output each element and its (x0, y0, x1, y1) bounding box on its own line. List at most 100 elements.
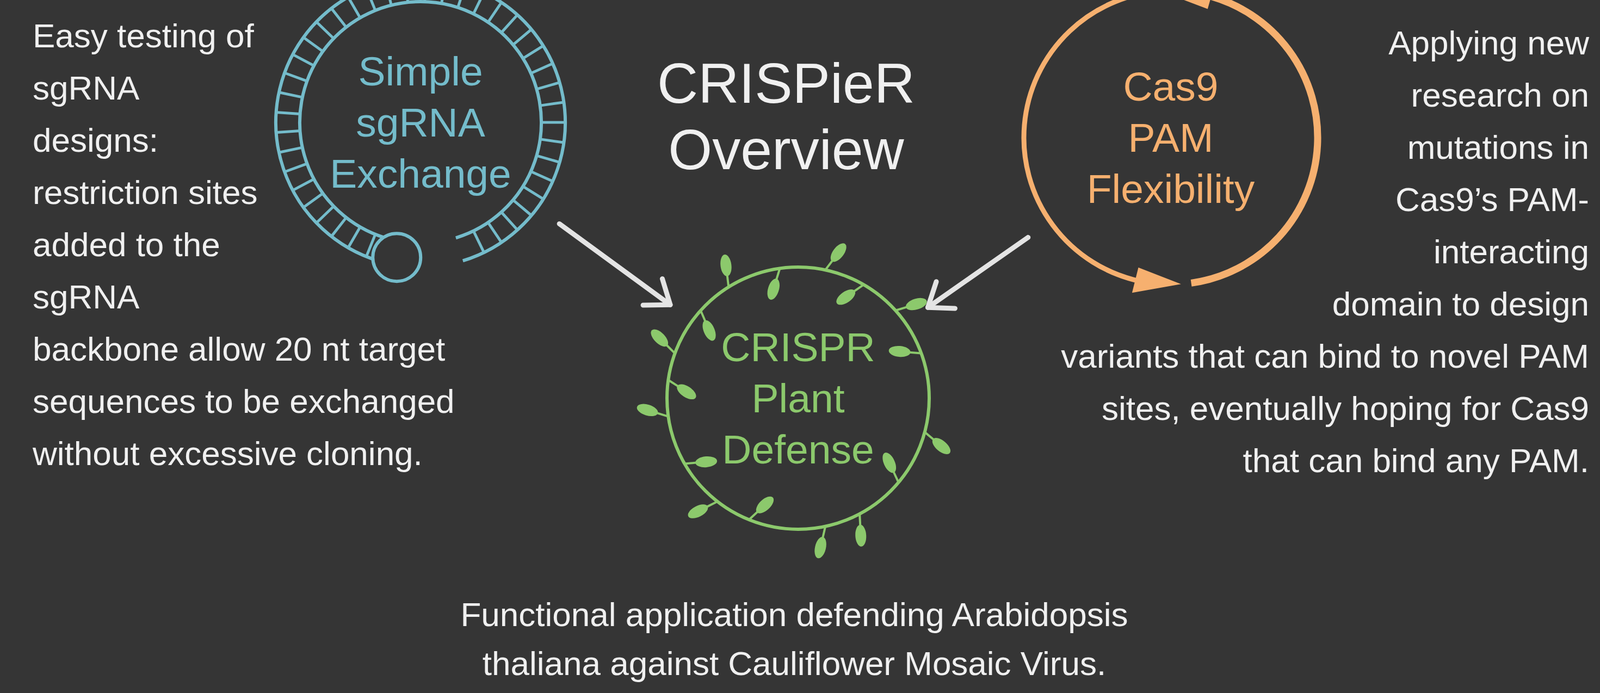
leaf-blade (764, 277, 782, 302)
flow-arrow (559, 223, 671, 306)
base-pair-rung (441, 0, 447, 4)
leaf-stem (727, 275, 730, 288)
leaf-blade (904, 295, 929, 313)
leaf (635, 401, 670, 422)
circle-node: Cas9 PAM Flexibility (1019, 0, 1322, 289)
base-pair-rung (458, 0, 466, 8)
node-label: Simple sgRNA Exchange (317, 45, 524, 200)
node-text-column: CRISPR Plant Defense (708, 321, 888, 475)
base-pair-rung (541, 121, 566, 125)
base-pair-rung (536, 82, 560, 90)
base-pair-rung (473, 231, 484, 253)
base-pair-rung (487, 222, 502, 243)
leaf-stem (749, 511, 758, 520)
leaf (921, 428, 954, 458)
arrow-shaft (559, 223, 671, 305)
leaf-stem (656, 412, 669, 417)
base-pair-rung (279, 147, 303, 153)
node-label: CRISPR Plant Defense (708, 321, 888, 475)
rna-strand (299, 1, 542, 238)
leaf-blade (674, 381, 699, 403)
leaf (888, 344, 923, 359)
base-pair-rung (284, 163, 307, 172)
base-pair-rung (348, 0, 361, 18)
leaf-stem (825, 260, 833, 271)
node-label: Cas9 PAM Flexibility (1080, 60, 1261, 215)
node-text-column: Simple sgRNA Exchange (317, 45, 524, 200)
leaf-blade (700, 318, 719, 343)
leaf-stem (776, 268, 780, 280)
arrow-head (927, 281, 955, 309)
leaf-stem (668, 379, 678, 387)
arrow-head (643, 279, 671, 306)
leaf (854, 513, 867, 547)
leaf-stem (684, 462, 697, 465)
leaf-blade (647, 326, 671, 350)
base-pair-rung (303, 37, 324, 52)
base-pair-rung (513, 29, 532, 45)
leaf (893, 295, 929, 317)
base-pair-rung (522, 45, 543, 59)
leaf-stem (859, 514, 861, 527)
base-pair-rung (522, 186, 543, 200)
base-pair-rung (540, 139, 565, 143)
base-pair-rung (530, 171, 553, 182)
base-pair-rung (530, 63, 553, 74)
base-pair-rung (487, 2, 502, 22)
leaf-blade (827, 240, 850, 265)
rna-strand (275, 0, 566, 261)
leaf (820, 240, 850, 274)
leaf (686, 496, 721, 522)
leaf-blade (888, 344, 912, 358)
leaf-blade (719, 254, 733, 277)
base-pair-rung (303, 193, 324, 208)
base-pair-rung (540, 102, 565, 106)
base-pair-rung (316, 21, 335, 39)
base-pair-rung (536, 155, 560, 163)
leaf-blade (879, 450, 899, 475)
diagram-title: CRISPieR Overview (622, 50, 950, 183)
base-pair-rung (366, 0, 375, 11)
leaf-stem (924, 431, 935, 440)
base-pair-rung (501, 14, 518, 33)
base-pair-rung (501, 212, 518, 231)
base-pair-rung (405, 0, 409, 3)
leaf-stem (706, 501, 718, 508)
leaf-stem (700, 310, 706, 322)
leaf-blade (686, 501, 711, 522)
base-pair-rung (348, 226, 361, 248)
outline-group (275, 0, 566, 282)
leaf-stem (895, 306, 907, 311)
node-text-holder: Simple sgRNA Exchange (272, 0, 569, 271)
leaf-stem (666, 344, 676, 354)
leaf (745, 493, 777, 524)
base-pair-rung (292, 54, 314, 66)
base-pair-rung (276, 112, 301, 114)
base-pair-rung (513, 200, 532, 216)
leaf-stem (853, 284, 864, 292)
wrap-spacer (1055, 278, 1285, 331)
node-text-holder: Cas9 PAM Flexibility (1019, 0, 1322, 289)
hairpin-loop (372, 233, 421, 282)
cycle-arrowhead (1160, 0, 1215, 10)
leaf (764, 266, 786, 301)
flow-arrow (927, 237, 1028, 309)
leaf (683, 455, 718, 469)
leaf (834, 280, 868, 308)
base-pair-rung (276, 130, 301, 133)
leaf-stem (893, 471, 899, 483)
cycle-arrowhead (1132, 267, 1182, 294)
base-pair-rung (316, 206, 335, 224)
caption: Functional application defending Arabido… (413, 590, 1176, 689)
base-pair-rung (279, 92, 303, 98)
leaf (719, 254, 734, 288)
leaf (665, 375, 699, 403)
circle-node: Simple sgRNA Exchange (272, 0, 569, 271)
leaf-blade (812, 535, 829, 560)
leaf-blade (753, 493, 777, 517)
leaf-blade (834, 286, 858, 308)
node-text-holder: CRISPR Plant Defense (645, 245, 951, 552)
circle-node: CRISPR Plant Defense (645, 245, 951, 552)
base-pair-rung (284, 72, 307, 82)
